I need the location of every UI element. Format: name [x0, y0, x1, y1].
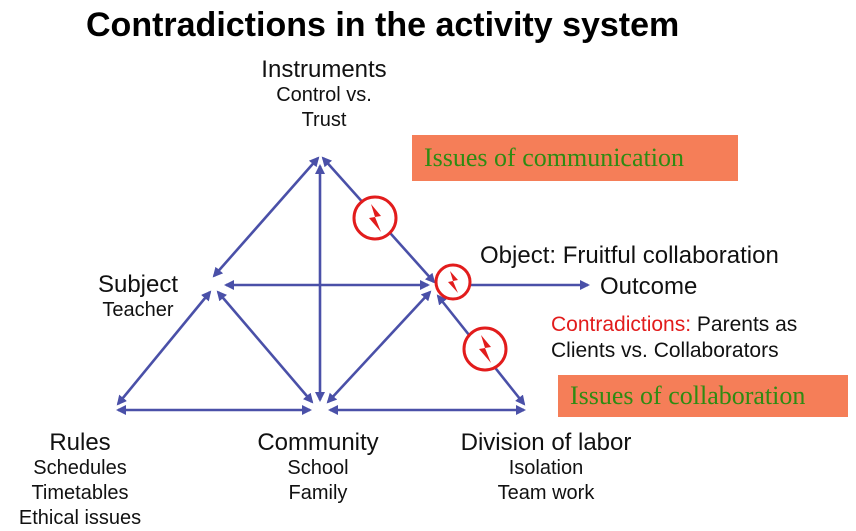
node-subject: Subject Teacher — [88, 271, 188, 323]
contradictions-line1: Parents as — [696, 313, 798, 336]
lightning-icon-instruments-object — [352, 195, 398, 241]
division-detail: Isolation — [508, 457, 584, 479]
object-label: Object: Fruitful collaboration — [480, 242, 779, 269]
rules-label: Rules — [49, 429, 111, 456]
node-rules: Rules Schedules Timetables Ethical issue… — [10, 429, 150, 531]
rules-detail: Ethical issues — [18, 507, 142, 529]
community-label: Community — [257, 429, 379, 456]
node-division-of-labor: Division of labor Isolation Team work — [446, 429, 646, 506]
contradictions-line2: Clients vs. Collaborators — [551, 339, 779, 362]
node-community: Community School Family — [238, 429, 398, 506]
community-detail: Family — [288, 482, 348, 504]
edge-instruments-subject — [212, 156, 320, 278]
community-detail: School — [287, 457, 349, 479]
callout-collaboration: Issues of collaboration — [558, 375, 848, 417]
node-instruments: Instruments Control vs. Trust — [232, 56, 416, 133]
division-detail: Team work — [497, 482, 595, 504]
callout-communication: Issues of communication — [412, 135, 738, 181]
rules-detail: Schedules — [33, 457, 127, 479]
edge-object-community — [326, 290, 432, 404]
lightning-icon-object-division — [462, 326, 508, 372]
lightning-icon-object — [434, 263, 472, 301]
subject-detail: Teacher — [102, 299, 174, 321]
edge-subject-community — [216, 290, 314, 404]
instruments-label: Instruments — [261, 56, 387, 83]
page-title: Contradictions in the activity system — [86, 6, 680, 44]
contradictions-text: Contradictions: Parents as Clients vs. C… — [551, 312, 797, 364]
subject-label: Subject — [97, 271, 179, 298]
edge-subject-rules — [116, 290, 212, 406]
instruments-detail: Trust — [301, 109, 347, 131]
instruments-detail: Control vs. — [276, 84, 372, 106]
division-label: Division of labor — [460, 429, 632, 456]
contradictions-label: Contradictions: — [551, 313, 692, 336]
rules-detail: Timetables — [31, 482, 129, 504]
callout-collaboration-text: Issues of collaboration — [570, 381, 806, 410]
callout-communication-text: Issues of communication — [424, 143, 684, 172]
outcome-label: Outcome — [600, 273, 698, 300]
